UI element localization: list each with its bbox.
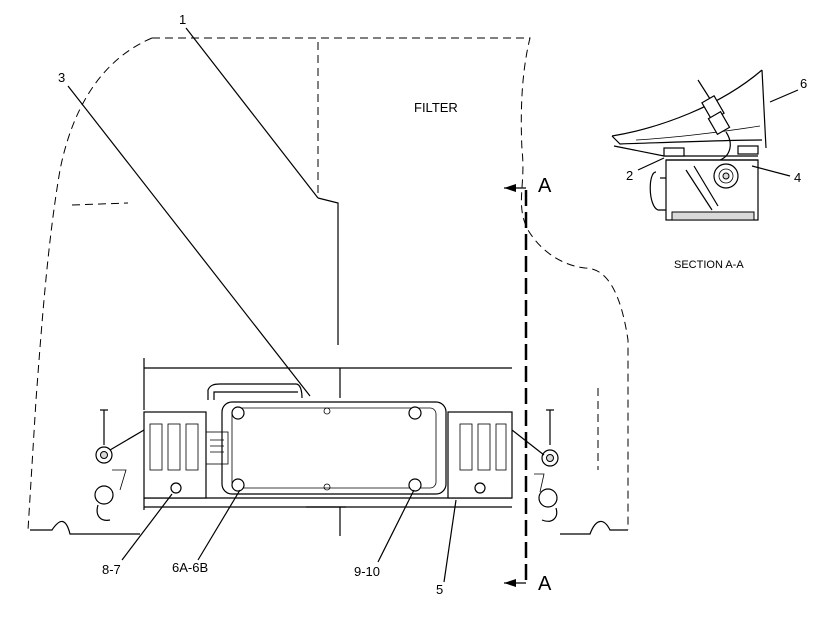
callout-4: 4 — [794, 170, 801, 185]
callout-9-10: 9-10 — [354, 564, 380, 579]
callout-8-7: 8-7 — [102, 562, 121, 577]
callout-5: 5 — [436, 582, 443, 597]
section-cut-line — [504, 184, 528, 587]
right-rail-block — [428, 409, 559, 522]
label-section-a-bottom: A — [538, 573, 552, 595]
callout-2: 2 — [626, 168, 633, 183]
section-a-a-view — [611, 69, 767, 221]
callout-1: 1 — [179, 12, 186, 27]
callout-6: 6 — [800, 76, 807, 91]
callout-3: 3 — [58, 70, 65, 85]
leader-lines — [67, 27, 799, 583]
label-section-a-top: A — [538, 175, 552, 197]
callout-6a-6b: 6A-6B — [172, 560, 208, 575]
label-filter: FILTER — [414, 100, 458, 115]
text-labels: FILTER SECTION A-A A A 1 3 6 2 4 8-7 6A-… — [58, 12, 807, 597]
center-plate — [205, 383, 447, 508]
label-section-a-a: SECTION A-A — [674, 259, 744, 271]
left-rail-block — [94, 409, 207, 521]
